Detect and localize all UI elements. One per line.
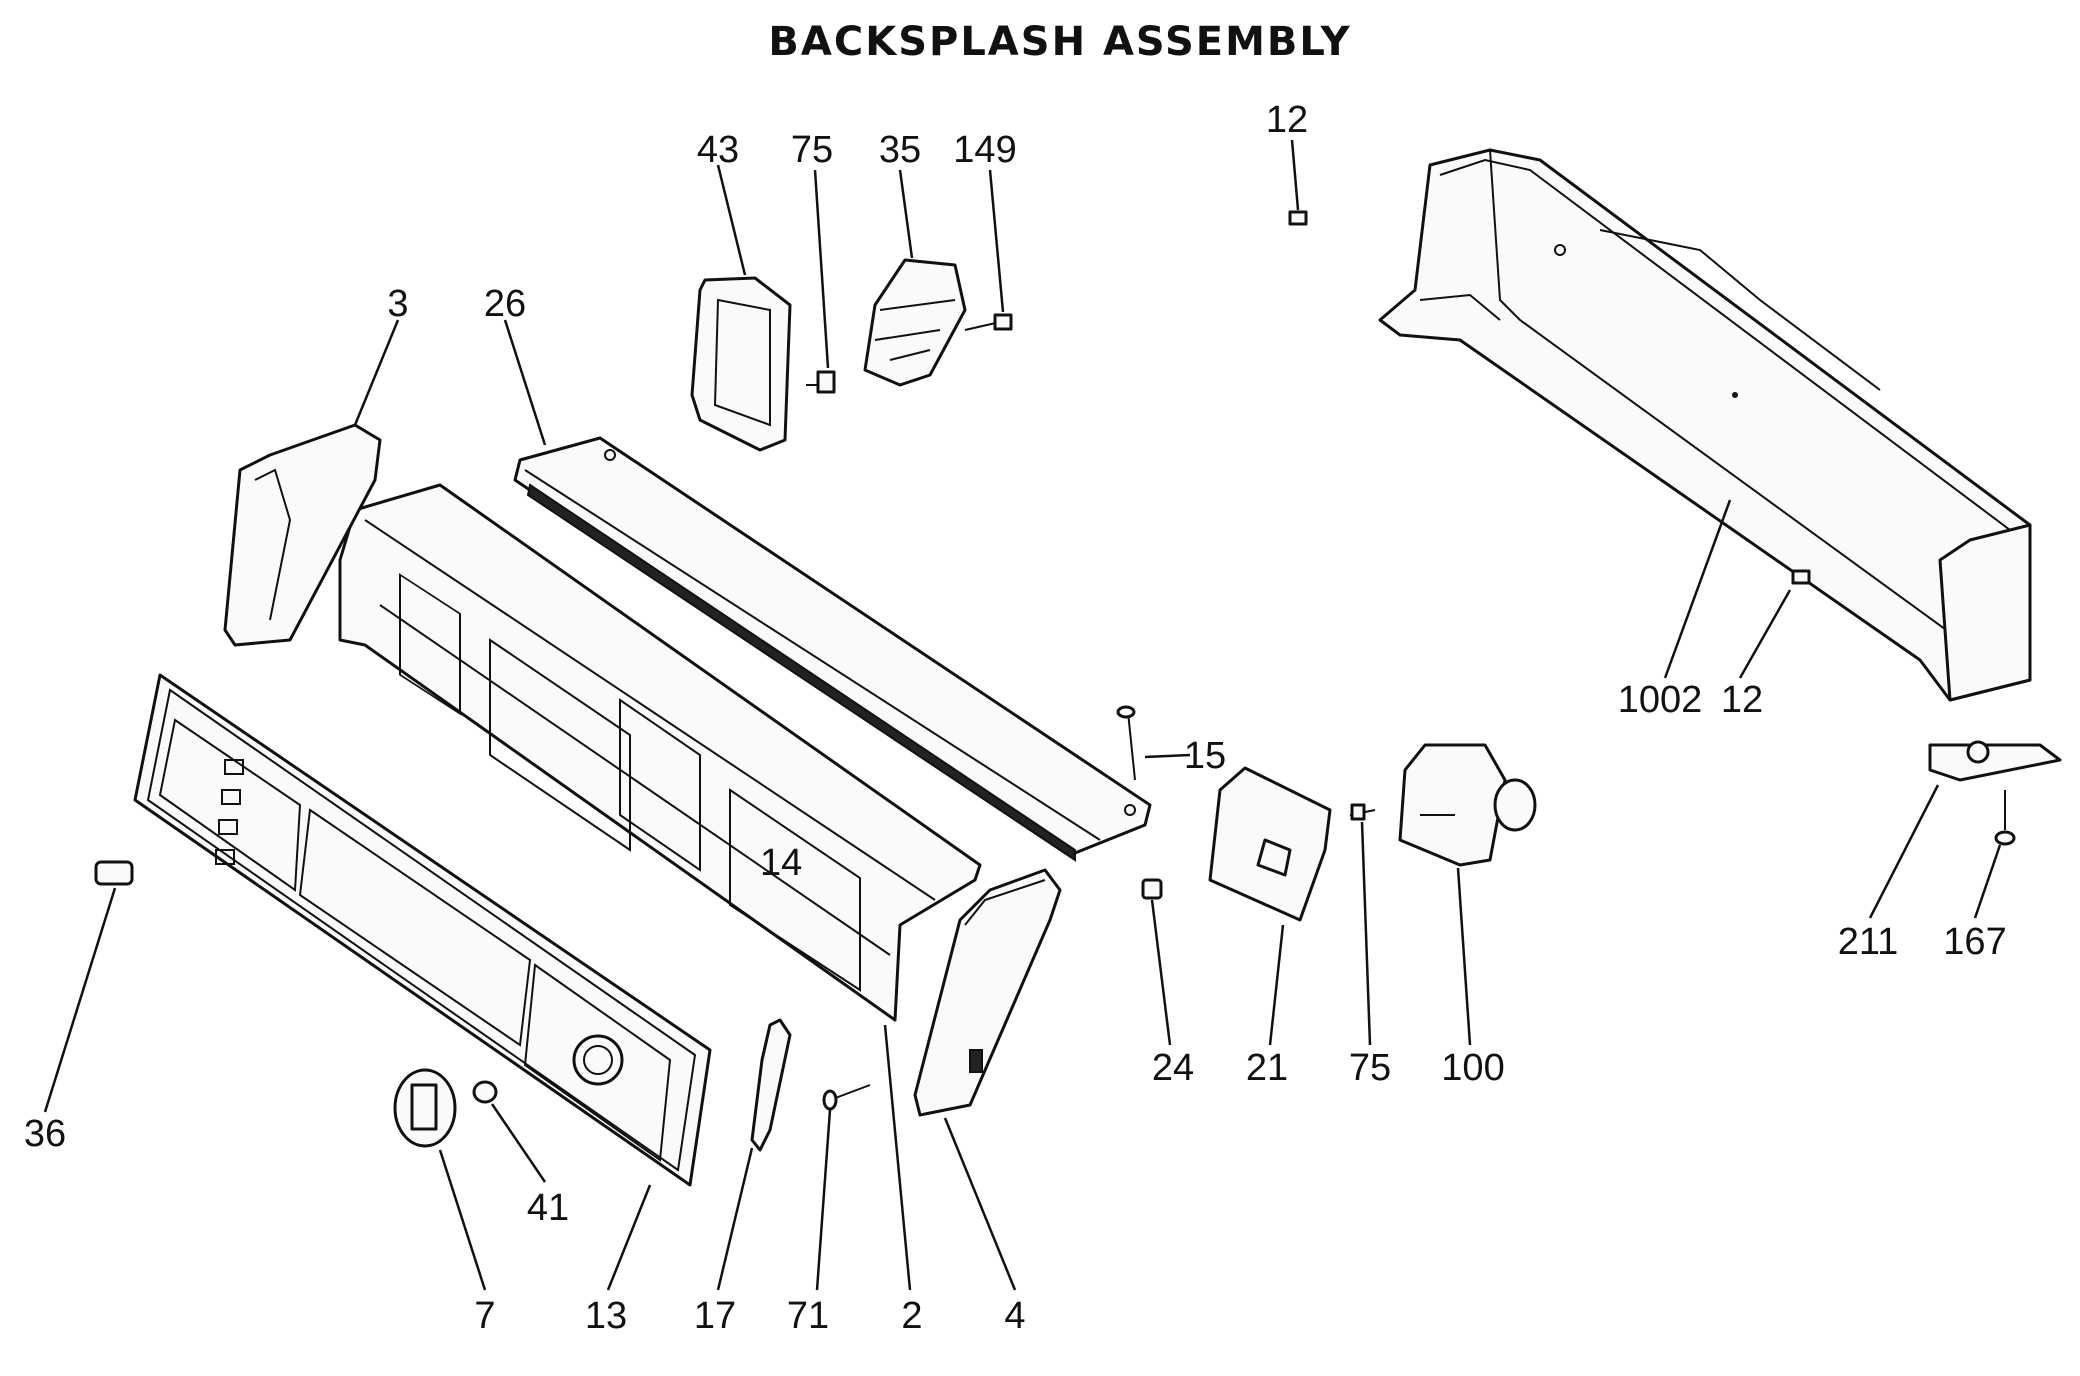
part-7-knob: [393, 1068, 457, 1148]
part-71-screw: [822, 1084, 871, 1111]
callouts: 43 75 35 149 12 3 26 1002 12 15 36 24 21…: [24, 99, 2007, 1337]
label-71: 71: [787, 1295, 829, 1337]
label-7: 7: [474, 1295, 495, 1337]
label-13: 13: [585, 1295, 627, 1337]
label-1002: 1002: [1618, 679, 1703, 721]
label-75-bottom: 75: [1349, 1047, 1391, 1089]
part-24-nut: [1141, 878, 1163, 900]
part-36-clip: [94, 860, 134, 886]
part-15-screw: [1116, 705, 1136, 781]
part-13-front-panel: [133, 673, 712, 1187]
label-4: 4: [1004, 1295, 1025, 1337]
label-21: 21: [1246, 1047, 1288, 1089]
label-12-top: 12: [1266, 99, 1308, 141]
label-26: 26: [484, 283, 526, 325]
part-4-right-endcap: [913, 868, 1062, 1117]
label-3: 3: [387, 283, 408, 325]
diagram-title: BACKSPLASH ASSEMBLY: [768, 19, 1351, 65]
label-167: 167: [1943, 921, 2006, 963]
part-35-switch: [863, 258, 967, 387]
part-211-bracket: [1928, 740, 2062, 782]
label-15: 15: [1184, 735, 1226, 777]
label-211: 211: [1838, 921, 1899, 963]
label-75-top: 75: [791, 129, 833, 171]
label-41: 41: [527, 1187, 569, 1229]
label-2: 2: [901, 1295, 922, 1337]
label-43: 43: [697, 129, 739, 171]
part-75a-screw: [806, 370, 836, 394]
part-2-console-frame: 14: [338, 483, 982, 1022]
part-12-clip-top: [1288, 210, 1308, 226]
part-26-trim-strip: [513, 436, 1152, 862]
part-100-timer: [1398, 743, 1537, 867]
part-12-clip-bottom: [1791, 569, 1811, 585]
label-12-bottom: 12: [1721, 679, 1763, 721]
part-41-knob-insert: [472, 1080, 498, 1104]
part-3-left-endcap: [223, 423, 382, 647]
label-17: 17: [694, 1295, 736, 1337]
part-1002-housing: [1378, 148, 2032, 702]
part-149-screw: [964, 313, 1013, 331]
label-36: 36: [24, 1113, 66, 1155]
part-75b-screw: [1349, 803, 1376, 821]
part-21-plate: [1208, 766, 1332, 922]
part-17-bracket: [750, 1018, 792, 1152]
label-24: 24: [1152, 1047, 1194, 1089]
part-43-bracket: [690, 276, 792, 452]
label-35: 35: [879, 129, 921, 171]
leader-lines: [43, 139, 2002, 1291]
part-167-screw: [1994, 790, 2016, 846]
label-14: 14: [760, 842, 802, 884]
label-100: 100: [1441, 1047, 1504, 1089]
label-149: 149: [953, 129, 1016, 171]
